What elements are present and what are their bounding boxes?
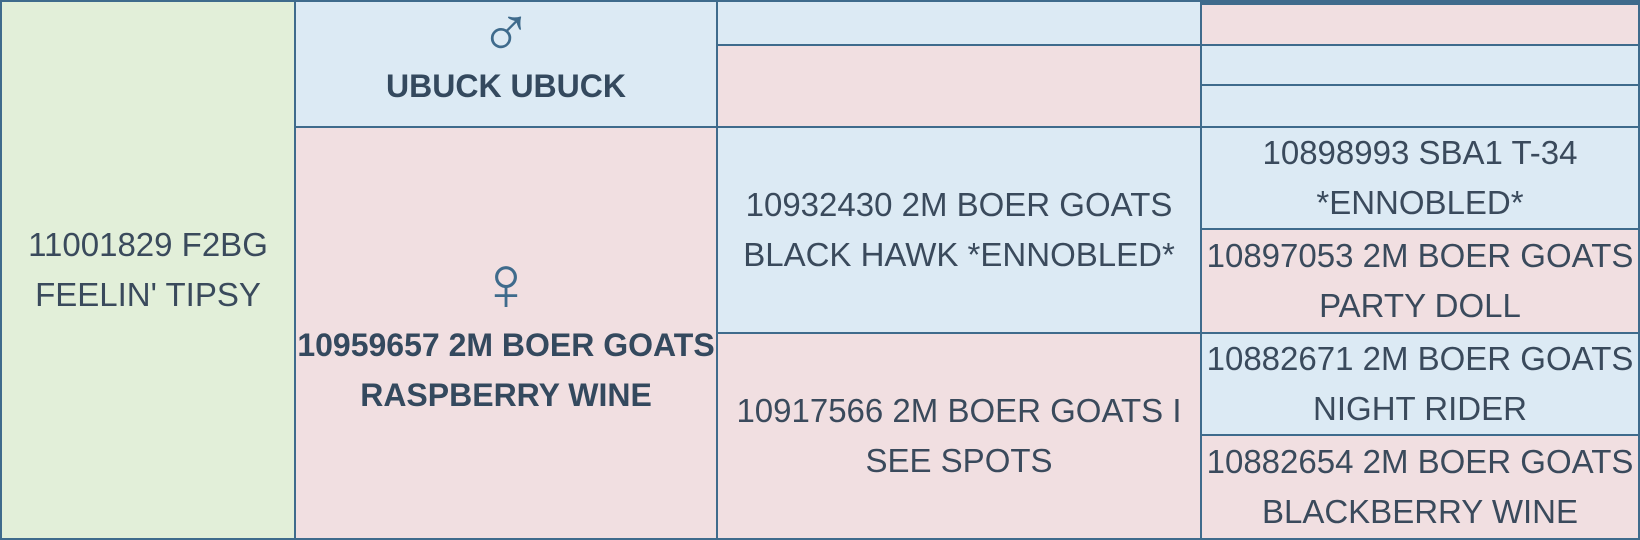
sire-dam-cell[interactable] bbox=[716, 44, 1202, 128]
dam-dam-sire-label: 10882671 2M BOER GOATS NIGHT RIDER bbox=[1206, 340, 1634, 427]
male-symbol-icon: ♂ bbox=[479, 0, 533, 73]
dam-dam-sire-cell[interactable]: 10882671 2M BOER GOATS NIGHT RIDER bbox=[1200, 332, 1640, 436]
gen4-top-3-cell[interactable] bbox=[1200, 84, 1640, 128]
female-symbol-icon: ♀ bbox=[476, 239, 536, 327]
sire-cell[interactable]: ♂ UBUCK UBUCK bbox=[294, 0, 718, 128]
dam-label: 10959657 2M BOER GOATS RASPBERRY WINE bbox=[297, 327, 715, 413]
dam-sire-dam-label: 10897053 2M BOER GOATS PARTY DOLL bbox=[1206, 237, 1634, 324]
sire-sire-cell[interactable] bbox=[716, 0, 1202, 46]
subject-cell[interactable]: 11001829 F2BG FEELIN' TIPSY bbox=[0, 0, 296, 540]
dam-sire-cell[interactable]: 10932430 2M BOER GOATS BLACK HAWK *ENNOB… bbox=[716, 126, 1202, 334]
dam-dam-label: 10917566 2M BOER GOATS I SEE SPOTS bbox=[736, 392, 1182, 479]
dam-sire-label: 10932430 2M BOER GOATS BLACK HAWK *ENNOB… bbox=[743, 186, 1175, 273]
dam-dam-dam-cell[interactable]: 10882654 2M BOER GOATS BLACKBERRY WINE bbox=[1200, 434, 1640, 540]
sire-label: UBUCK UBUCK bbox=[386, 68, 626, 104]
gen4-top-1-cell[interactable] bbox=[1200, 0, 1640, 46]
dam-dam-cell[interactable]: 10917566 2M BOER GOATS I SEE SPOTS bbox=[716, 332, 1202, 540]
dam-sire-dam-cell[interactable]: 10897053 2M BOER GOATS PARTY DOLL bbox=[1200, 228, 1640, 334]
subject-label: 11001829 F2BG FEELIN' TIPSY bbox=[28, 226, 268, 313]
gen4-top-2-cell[interactable] bbox=[1200, 44, 1640, 86]
dam-sire-sire-cell[interactable]: 10898993 SBA1 T-34 *ENNOBLED* bbox=[1200, 126, 1640, 230]
dam-sire-sire-label: 10898993 SBA1 T-34 *ENNOBLED* bbox=[1262, 134, 1578, 221]
dam-cell[interactable]: ♀ 10959657 2M BOER GOATS RASPBERRY WINE bbox=[294, 126, 718, 540]
dam-dam-dam-label: 10882654 2M BOER GOATS BLACKBERRY WINE bbox=[1206, 443, 1634, 530]
